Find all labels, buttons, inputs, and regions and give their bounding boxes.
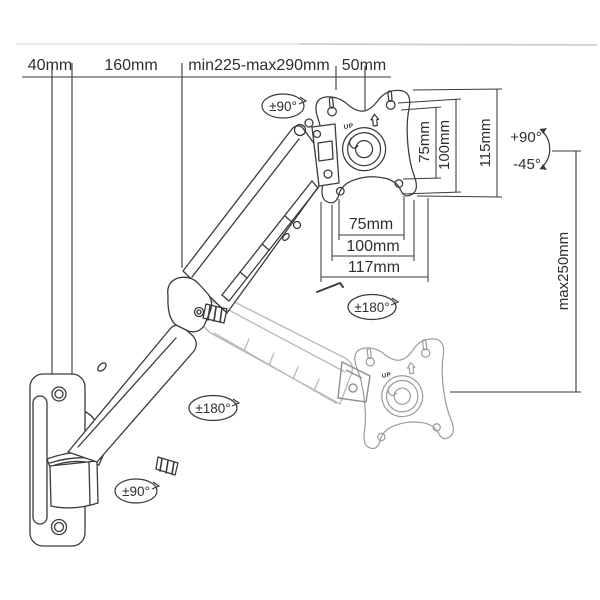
rotation-badge-wall-swivel: ±90°	[114, 478, 161, 504]
dim-160mm: 160mm	[104, 57, 157, 74]
top-dimension-labels: 40mm 160mm min225-max290mm 50mm	[28, 57, 386, 74]
rotation-badge-elbow: ±180°	[188, 394, 241, 422]
elbow-joint	[167, 276, 228, 333]
lower-arm	[67, 324, 197, 476]
upper-arm	[182, 118, 344, 314]
dim-h117mm: 117mm	[348, 259, 400, 276]
dim-50mm: 50mm	[342, 57, 386, 74]
monitor-swivel-label: ±180°	[354, 300, 389, 315]
tilt-annotation: +90° -45°	[510, 128, 551, 173]
lowered-plate-bracket	[337, 360, 371, 403]
vesa-vertical-dimensions	[397, 88, 503, 198]
wall-swivel-label: ±90°	[122, 484, 150, 499]
vesa-horizontal-dimensions	[320, 196, 429, 282]
dim-v115mm: 115mm	[477, 119, 494, 168]
dim-40mm: 40mm	[28, 57, 72, 74]
faint-top-line	[16, 43, 598, 46]
dim-h100mm: 100mm	[346, 238, 399, 255]
dim-h75mm: 75mm	[349, 216, 393, 233]
rotation-badge-upper-joint: ±90°	[261, 93, 308, 119]
vesa-plate-lowered	[352, 336, 456, 451]
dim-v100mm: 100mm	[436, 120, 453, 170]
dim-max250mm: max250mm	[555, 232, 572, 310]
top-dimension-line	[22, 63, 391, 374]
tilt-up-label: +90°	[510, 129, 541, 146]
elbow-label: ±180°	[195, 401, 230, 416]
rotation-badge-monitor-swivel: ±180°	[347, 293, 400, 321]
tilt-down-label: -45°	[513, 156, 541, 173]
upper-joint-label: ±90°	[269, 99, 297, 114]
rotation-badges: ±90° ±180° ±180° ±90°	[114, 93, 400, 504]
dim-v75mm: 75mm	[416, 121, 433, 163]
dim-reach: min225-max290mm	[188, 57, 329, 74]
height-dimension	[450, 150, 581, 393]
